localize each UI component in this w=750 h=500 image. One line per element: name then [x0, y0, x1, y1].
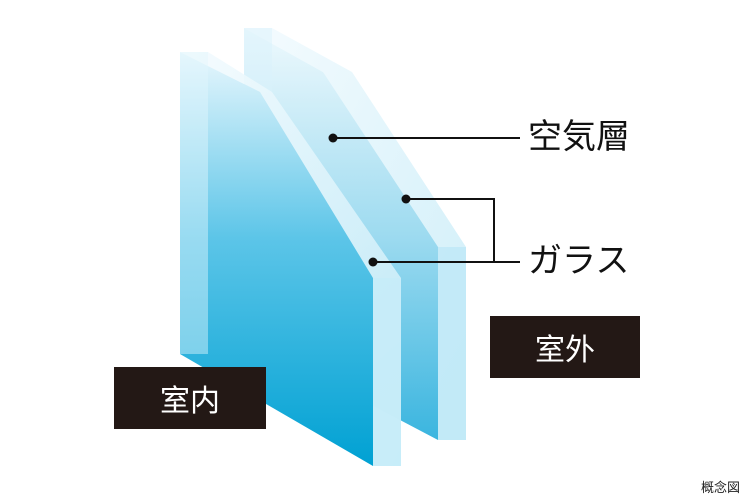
glass-bracket: [373, 198, 495, 263]
outdoor-box: 室外: [490, 316, 640, 378]
caption: 概念図: [700, 481, 740, 496]
air-layer-label: 空気層: [528, 117, 630, 157]
indoor-box: 室内: [114, 367, 266, 429]
outdoor-label: 室外: [535, 333, 595, 368]
glass-label: ガラス: [528, 241, 630, 281]
inner-glass-pane: [180, 52, 401, 466]
leader-lines: [328, 133, 520, 267]
indoor-label: 室内: [160, 384, 220, 419]
